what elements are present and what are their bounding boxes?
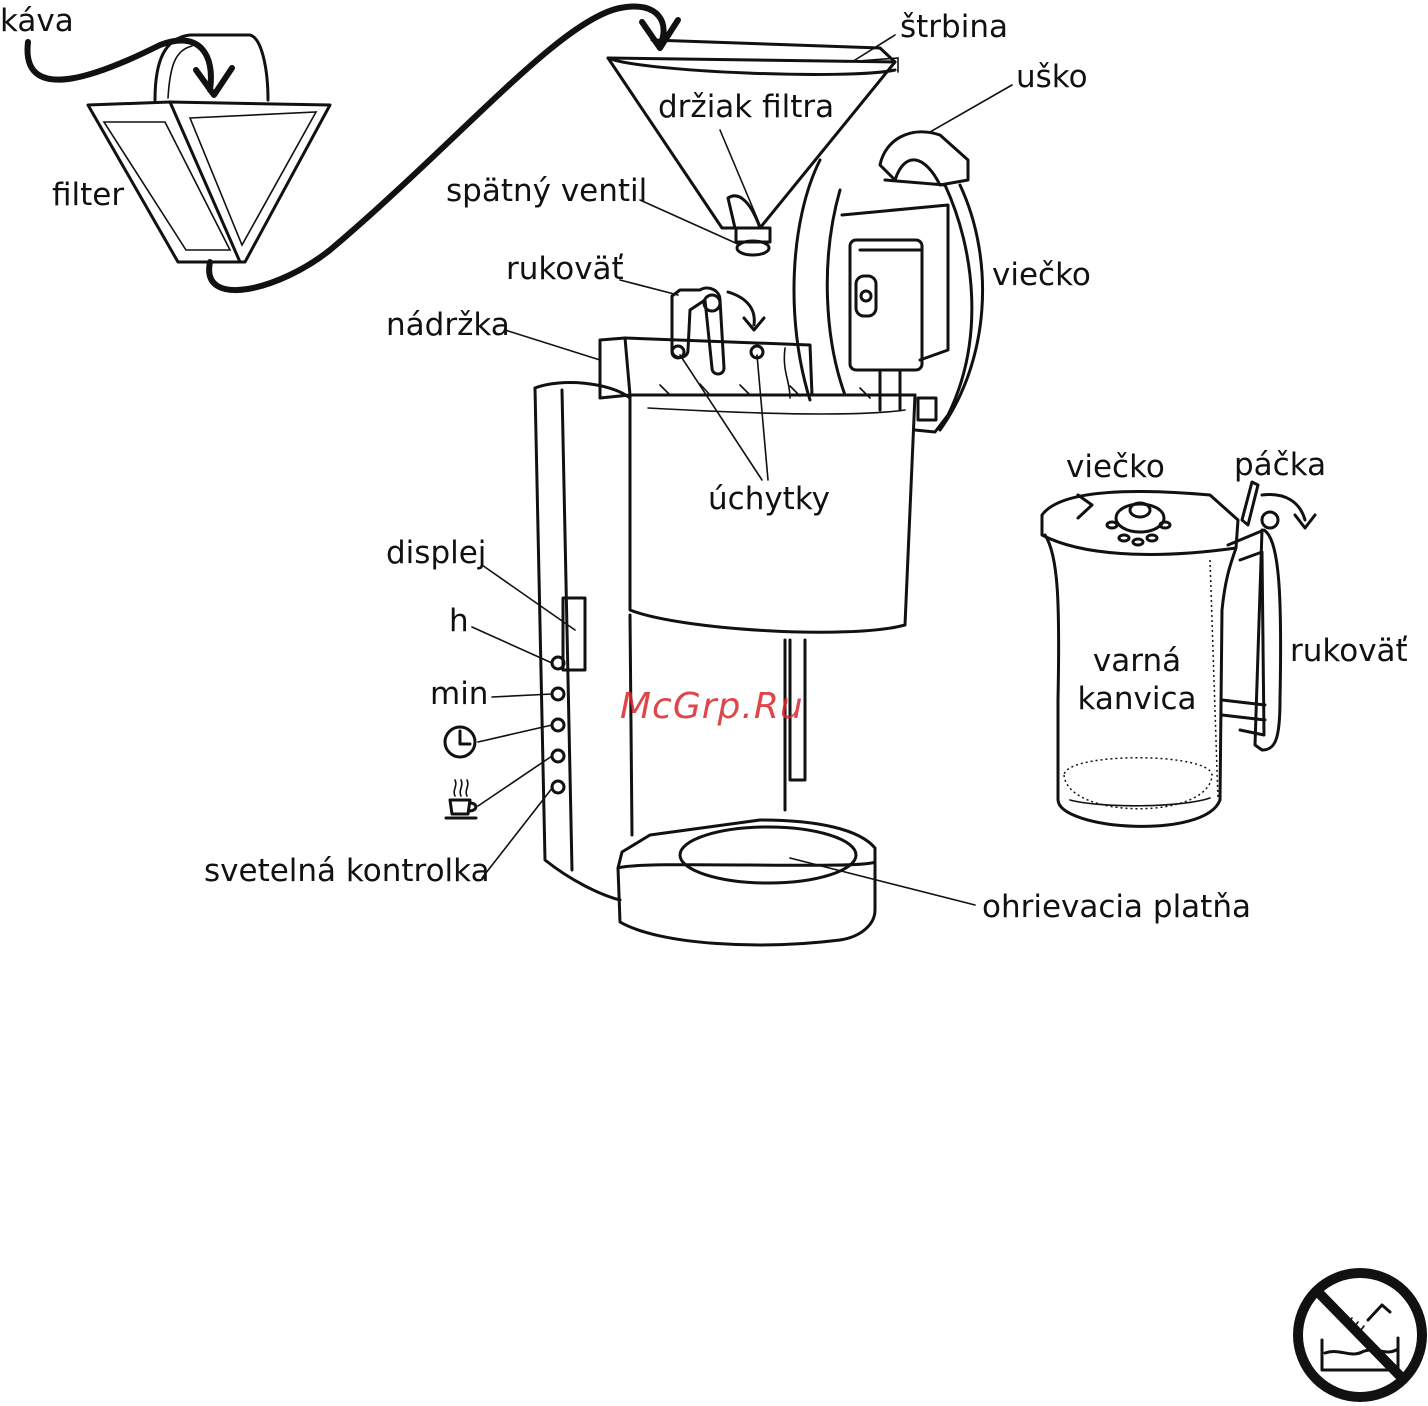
label-displej: displej <box>386 538 486 569</box>
coffee-cup-icon <box>446 780 476 818</box>
label-spatny-ventil: spätný ventil <box>446 176 647 207</box>
tank-handle <box>672 288 764 374</box>
filter-holder <box>608 40 898 255</box>
label-viecko-jug: viečko <box>1066 452 1165 483</box>
label-nadrzka: nádržka <box>386 310 510 341</box>
label-rukovat-machine: rukoväť <box>506 254 624 285</box>
label-kava: káva <box>0 6 74 37</box>
no-water-immersion-icon <box>1298 1273 1422 1397</box>
label-varna-kanvica-1: varná <box>1072 646 1202 677</box>
coffee-flow-arrow <box>28 6 678 290</box>
label-packa: páčka <box>1234 450 1326 481</box>
label-svetelna-kontrolka: svetelná kontrolka <box>204 856 490 887</box>
label-drziak-filtra: držiak filtra <box>658 92 834 123</box>
machine-lid <box>794 132 983 432</box>
leader-lines <box>472 35 1012 905</box>
watermark: McGrp.Ru <box>620 686 804 727</box>
label-min: min <box>430 679 488 710</box>
label-viecko-machine: viečko <box>992 260 1091 291</box>
label-h: h <box>449 606 469 637</box>
label-rukovat-jug: rukoväť <box>1290 636 1408 667</box>
control-panel <box>552 657 564 793</box>
label-uchytky: úchytky <box>708 484 830 515</box>
label-varna-kanvica-2: kanvica <box>1072 684 1202 715</box>
clock-icon <box>445 727 475 757</box>
label-filter: filter <box>52 180 124 211</box>
label-strbina: štrbina <box>900 12 1008 43</box>
machine-body <box>535 383 875 945</box>
label-ohrievacia-platna: ohrievacia platňa <box>982 892 1251 923</box>
label-usko: uško <box>1016 62 1088 93</box>
